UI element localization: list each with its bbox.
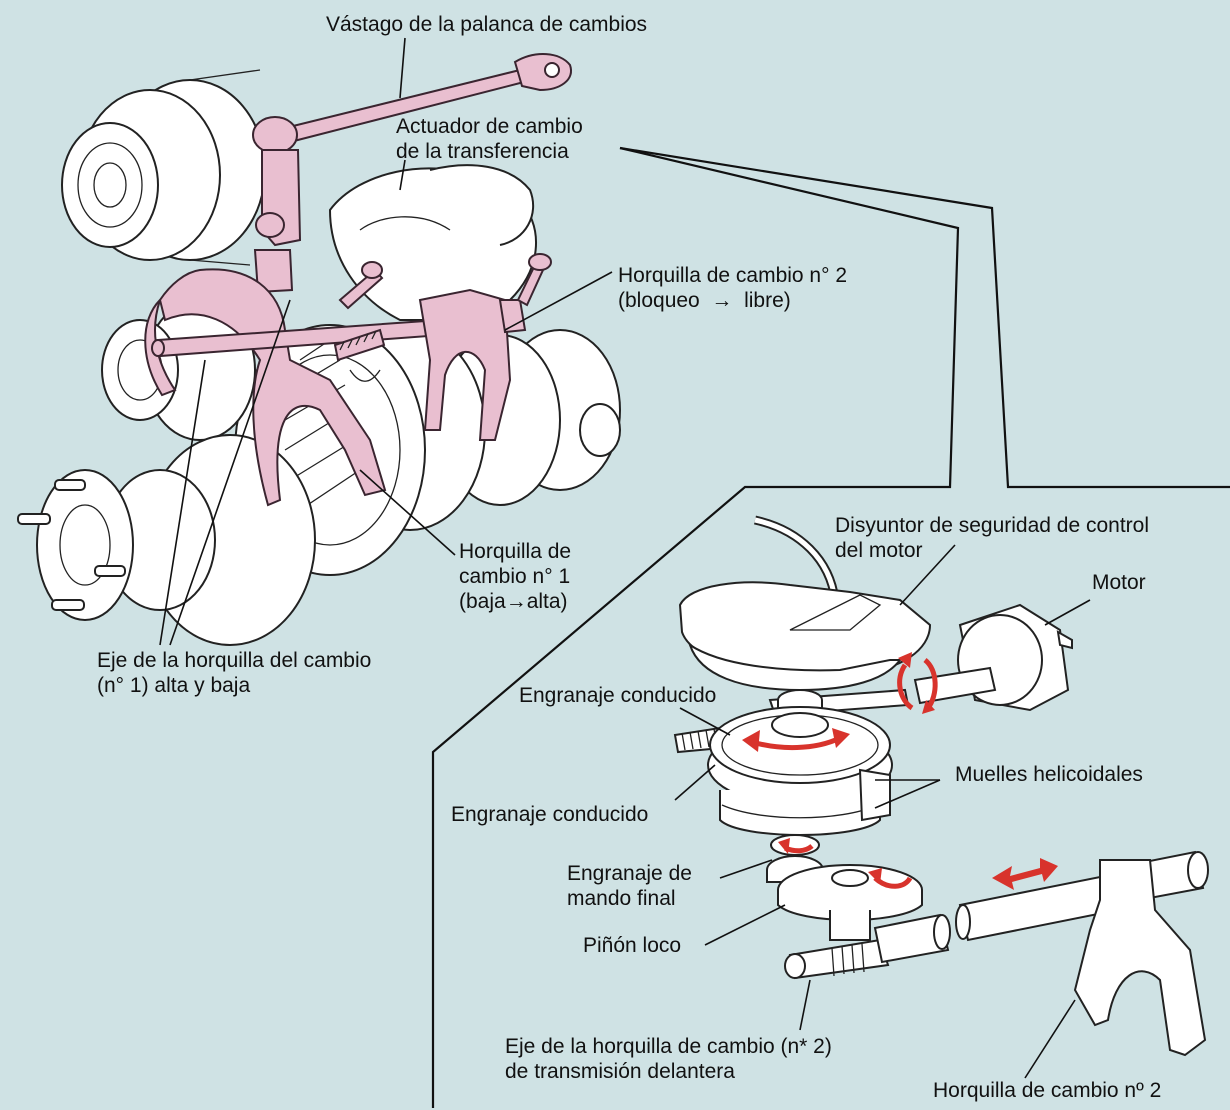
shift-fork-no2-top <box>418 288 527 441</box>
label-driven-gear-upper: Engranaje conducido <box>519 684 717 707</box>
detail-callout-frame <box>431 146 1230 1108</box>
label-motor: Motor <box>1092 571 1146 594</box>
label-shift-fork-no2-top: Horquilla de cambio n° 2 (bloqueo → libr… <box>618 264 848 312</box>
lower-leader-lines <box>674 544 1091 1079</box>
label-shift-fork-no2-bottom: Horquilla de cambio nº 2 <box>933 1079 1162 1102</box>
motor-body <box>913 603 1073 712</box>
label-transfer-actuator: Actuador de cambio de la transferencia <box>396 115 583 163</box>
lower-actuator-detail <box>673 515 1209 1057</box>
label-shift-fork-shaft-no1: Eje de la horquilla del cambio (n° 1) al… <box>97 649 372 697</box>
shift-fork-no2-bottom <box>1073 859 1207 1057</box>
transfer-housing <box>328 164 537 321</box>
driven-gear-upper <box>707 689 893 856</box>
final-drive-and-idler <box>766 855 923 980</box>
label-shift-lever-rod: Vástago de la palanca de cambios <box>326 13 648 36</box>
upper-leader-lines <box>159 37 613 646</box>
shift-lever-rod <box>252 53 572 294</box>
label-driven-gear-lower: Engranaje conducido <box>451 803 649 826</box>
safety-breaker-cover <box>678 581 932 692</box>
detent-springs <box>333 253 552 382</box>
label-shift-fork-no1: Horquilla de cambio n° 1 (baja→alta) <box>459 540 572 613</box>
label-coil-springs: Muelles helicoidales <box>955 763 1143 786</box>
upper-rear-drums <box>61 69 266 266</box>
label-safety-breaker: Disyuntor de seguridad de control del mo… <box>835 514 1150 562</box>
motion-arrows <box>742 652 1058 890</box>
label-idler-pinion: Piñón loco <box>583 934 682 957</box>
label-final-drive-gear: Engranaje de mando final <box>567 862 692 910</box>
shift-fork-no1 <box>144 268 387 507</box>
upper-transfer-assembly <box>17 53 621 646</box>
label-front-fork-shaft-no2: Eje de la horquilla de cambio (n* 2) de … <box>505 1035 832 1083</box>
